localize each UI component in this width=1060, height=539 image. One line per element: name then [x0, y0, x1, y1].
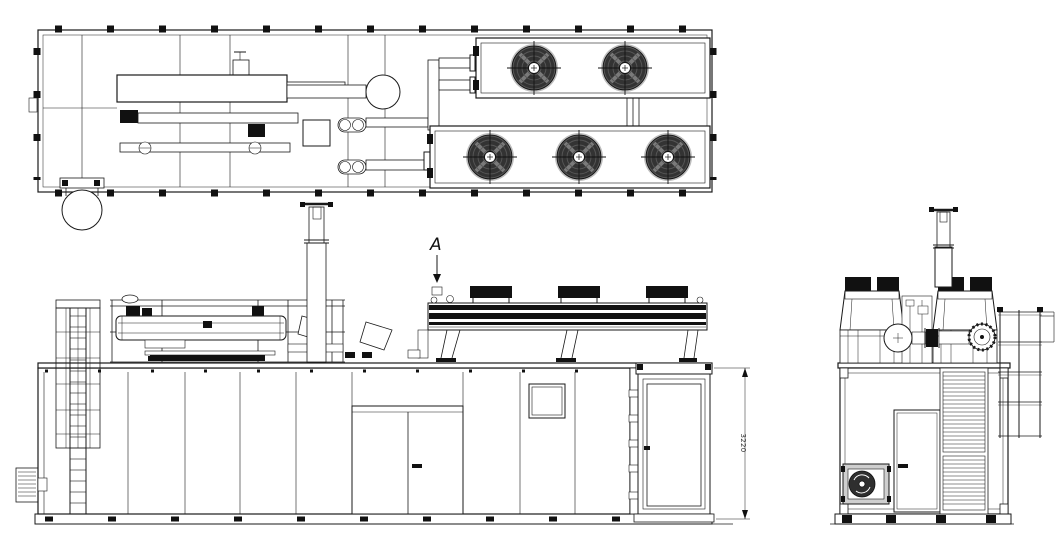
exhaust-flex-connector	[120, 110, 138, 123]
roof-line-end	[837, 362, 1011, 369]
ladder-cage-end	[997, 307, 1055, 438]
roof-line	[37, 362, 713, 369]
plan-view	[28, 25, 717, 231]
exhaust-silencer-side	[115, 315, 287, 341]
base-skid	[34, 513, 713, 525]
pump-assemblies-plan	[337, 117, 367, 175]
end-compartment	[628, 362, 715, 523]
end-bracket-plan	[28, 97, 38, 113]
double-door	[351, 405, 464, 515]
section-label: A	[429, 235, 442, 255]
wall-louver-small	[15, 467, 48, 503]
wall-hatch	[528, 383, 566, 419]
access-ladder	[55, 299, 101, 514]
exhaust-flex-connector	[248, 124, 265, 137]
radiator-bank-lower-plan	[427, 125, 711, 189]
engine-piping-plan	[119, 74, 401, 155]
roof-radiator-bank-side	[407, 286, 708, 362]
ac-vent-unit	[841, 463, 891, 505]
generator-plan	[302, 119, 331, 147]
side-elevation-view: A 3220	[15, 202, 750, 525]
louver-panel	[939, 367, 989, 515]
personnel-door	[893, 409, 941, 513]
dimension-text: 3220	[739, 433, 747, 452]
door-handle	[898, 464, 908, 468]
door-handle	[412, 464, 422, 468]
interbank-pipes	[626, 98, 640, 126]
section-arrow-head	[433, 274, 441, 283]
radiator-legs	[440, 329, 699, 359]
radiator-bank-upper-plan	[473, 37, 711, 99]
end-compartment-door	[646, 383, 702, 507]
exhaust-stack-side	[300, 202, 333, 363]
exhaust-elbow-plan	[365, 74, 401, 110]
dimension-3220: 3220	[714, 367, 750, 520]
roof-silencer-assembly	[110, 294, 393, 363]
end-elevation-view	[830, 207, 1055, 525]
exhaust-stack-end	[929, 207, 958, 288]
exhaust-silencer-plan	[59, 177, 105, 231]
section-annotation-a: A	[429, 235, 454, 303]
silencer-end-faces	[883, 322, 997, 353]
intake-hood	[359, 321, 393, 351]
base-skid-end	[834, 513, 1012, 525]
